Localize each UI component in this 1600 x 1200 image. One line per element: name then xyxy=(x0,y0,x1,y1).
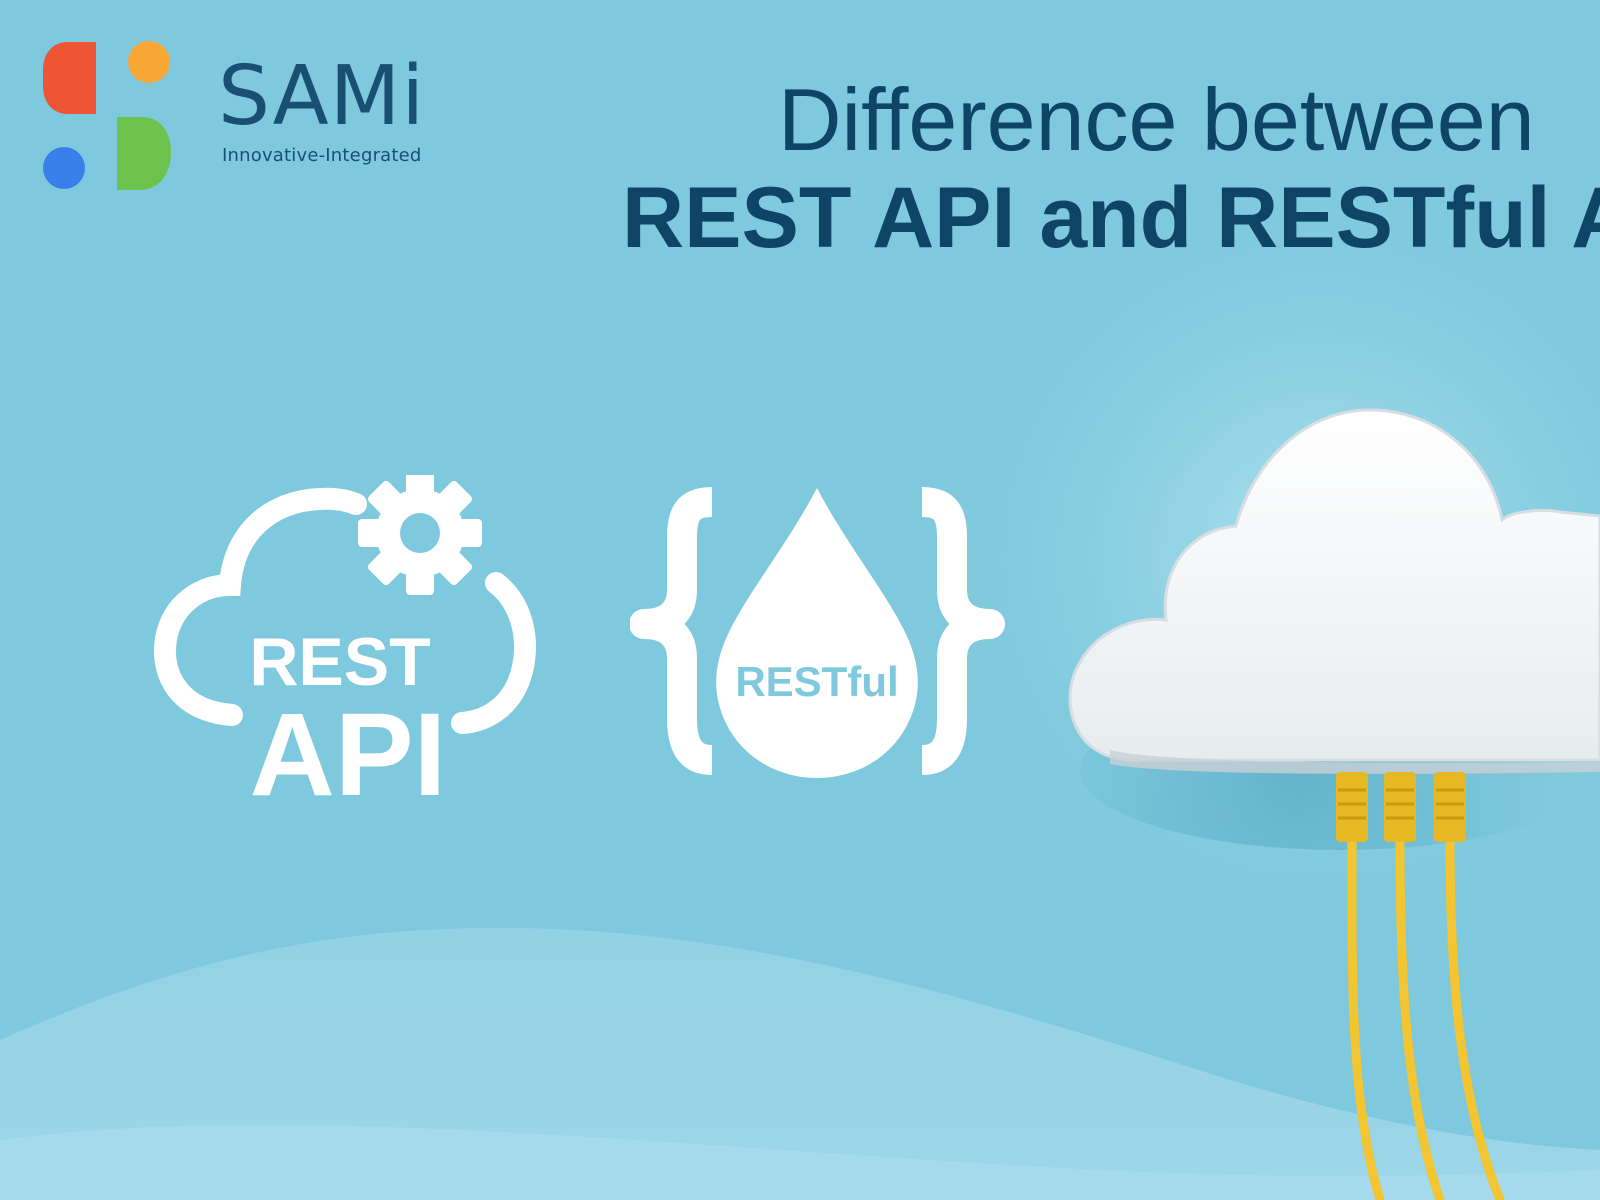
title-line-2: REST API and RESTful A xyxy=(622,170,1600,266)
rest-api-cloud-gear-icon: REST API xyxy=(154,475,536,815)
logo-wordmark: SAMi xyxy=(218,49,426,144)
sami-logo[interactable]: SAMi Innovative-Integrated xyxy=(40,40,510,200)
gear-icon xyxy=(358,475,482,595)
sami-logo-mark-icon xyxy=(43,41,171,190)
title-line-1: Difference between xyxy=(778,70,1535,169)
restful-label: RESTful xyxy=(735,658,898,705)
rest-api-label-api: API xyxy=(250,689,447,815)
rest-api-label-rest: REST xyxy=(249,624,430,700)
cloud-network-cables-icon xyxy=(1068,408,1600,1200)
logo-tagline: Innovative-Integrated xyxy=(222,145,422,166)
restful-curly-braces-drop-icon: RESTful xyxy=(630,487,1005,778)
